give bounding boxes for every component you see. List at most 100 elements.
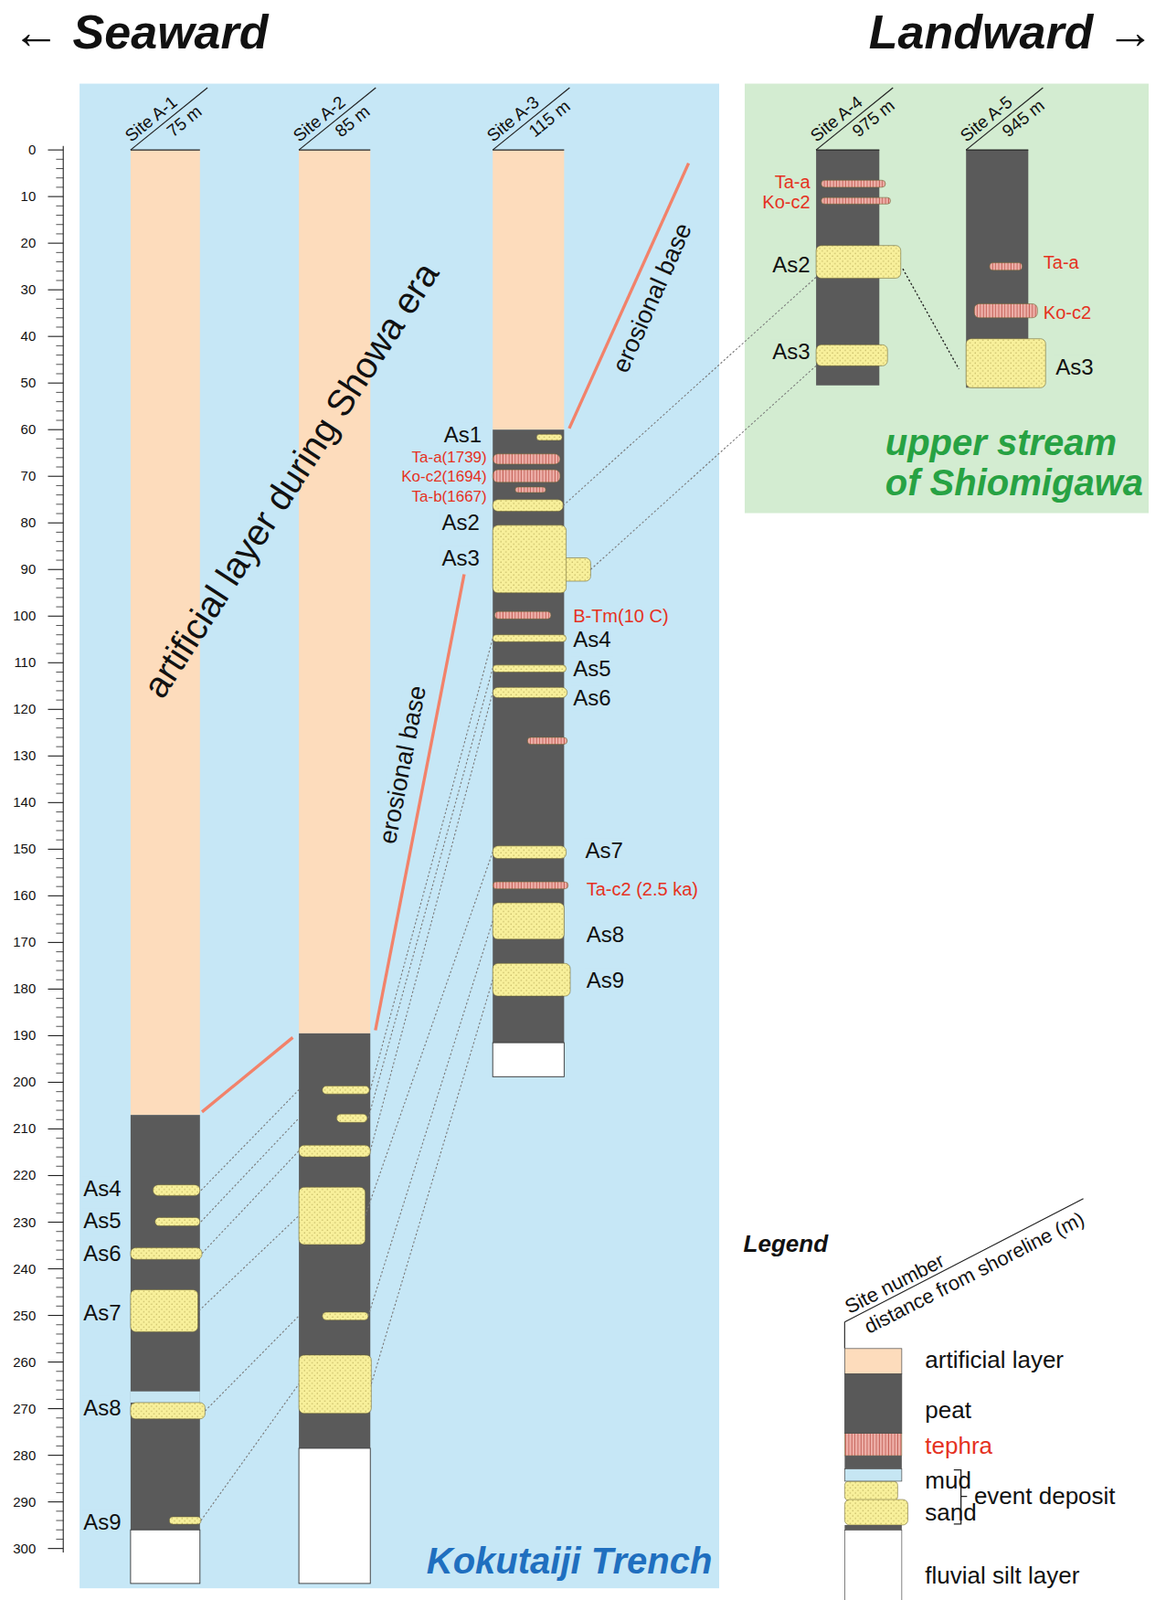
ruler-tick — [55, 699, 64, 701]
axis-number: 30 — [19, 282, 39, 298]
event-layer-label: As3 — [440, 545, 482, 572]
legend-heading: Legend — [742, 1230, 830, 1259]
axis-number: 120 — [10, 701, 38, 718]
ruler-tick — [47, 1081, 64, 1083]
tephra-label: Ko-c2(1694) — [399, 468, 489, 488]
ruler-tick — [55, 1053, 64, 1055]
ruler-tick — [55, 783, 64, 785]
correlation-line — [368, 921, 493, 1316]
axis-number-holder: 0 — [26, 141, 38, 158]
ruler-tick — [55, 159, 64, 160]
event-layer-label-holder: As8 — [81, 1395, 123, 1421]
ruler-tick — [55, 1417, 64, 1419]
ruler-tick — [55, 1240, 64, 1241]
legend-text-holder: peat — [922, 1397, 974, 1425]
event-layer-label-holder: As6 — [81, 1240, 123, 1267]
ruler-tick — [55, 867, 64, 869]
event-layer-label: As9 — [584, 967, 626, 994]
core-layer — [492, 846, 566, 859]
axis-number: 80 — [19, 515, 39, 531]
ruler-tick — [47, 1314, 64, 1316]
axis-number-holder: 60 — [19, 422, 39, 438]
tephra-label-holder: B-Tm(10 C) — [571, 605, 670, 627]
ruler-tick — [55, 1119, 64, 1121]
ruler-tick — [55, 1538, 64, 1540]
ruler-tick — [47, 149, 64, 151]
ruler-tick — [47, 662, 64, 664]
ruler-tick — [55, 764, 64, 766]
ruler-tick — [55, 811, 64, 813]
ruler-tick — [55, 979, 64, 981]
panel-title: upper stream of Shiomigawa — [883, 422, 1151, 503]
ruler-tick — [47, 1501, 64, 1503]
axis-number: 160 — [10, 888, 38, 904]
erosional-base-line — [569, 163, 689, 429]
axis-number: 270 — [10, 1400, 38, 1417]
ruler-tick — [55, 1007, 64, 1008]
correlation-line — [204, 1315, 299, 1411]
ruler-tick — [55, 1017, 64, 1018]
ruler-tick — [55, 1352, 64, 1354]
column-top — [130, 149, 201, 151]
axis-number: 280 — [10, 1447, 38, 1463]
core-column — [298, 87, 376, 1584]
axis-number: 50 — [19, 375, 39, 392]
ruler-tick — [55, 913, 64, 915]
ruler-tick — [55, 307, 64, 309]
ruler-tick — [55, 186, 64, 188]
ruler-tick — [47, 336, 64, 338]
core-layer — [989, 263, 1023, 271]
ruler-tick — [47, 942, 64, 944]
core-layer — [492, 525, 566, 594]
ruler-tick — [55, 689, 64, 691]
core-layer — [515, 487, 546, 493]
legend-swatch — [844, 1374, 902, 1434]
core-layer — [974, 303, 1038, 318]
ruler-tick — [55, 820, 64, 822]
axis-number-holder: 150 — [10, 841, 38, 858]
core-layer — [152, 1185, 200, 1197]
sand-sample — [844, 1499, 908, 1526]
tephra-label-holder: Ta-a — [1041, 251, 1082, 273]
ruler-tick — [55, 1203, 64, 1205]
core-layer — [816, 245, 901, 279]
ruler-tick — [47, 895, 64, 897]
ruler-tick — [55, 485, 64, 487]
event-layer-label-holder: As8 — [584, 922, 626, 948]
ruler-tick — [47, 1035, 64, 1037]
bracket-label-holder: event deposit — [972, 1483, 1118, 1511]
core-layer — [492, 902, 564, 940]
ruler-tick — [55, 858, 64, 859]
ruler-tick — [55, 1520, 64, 1522]
axis-number-holder: 170 — [10, 934, 38, 951]
ruler-tick — [55, 401, 64, 403]
event-layer-label: As8 — [584, 922, 626, 948]
tephra-label-holder: Ko-c2(1694) — [399, 468, 489, 488]
ruler-tick — [55, 233, 64, 234]
ruler-tick — [55, 1091, 64, 1092]
ruler-tick — [55, 829, 64, 831]
ruler-tick — [55, 317, 64, 318]
tephra-label: Ko-c2 — [1041, 301, 1093, 323]
legend-text-holder: mud — [922, 1467, 974, 1495]
core-layer — [298, 149, 371, 1034]
ruler-tick — [55, 606, 64, 608]
legend-text: peat — [922, 1397, 974, 1425]
axis-number-holder: 220 — [10, 1167, 38, 1184]
ruler-tick — [55, 1044, 64, 1046]
event-layer-label-holder: As3 — [770, 339, 812, 365]
ruler-tick — [55, 578, 64, 580]
ruler-tick — [55, 1184, 64, 1186]
ruler-tick — [55, 392, 64, 393]
axis-number: 260 — [10, 1354, 38, 1370]
event-layer-label-holder: As6 — [571, 685, 613, 711]
ruler-tick — [55, 839, 64, 841]
axis-number-holder: 300 — [10, 1540, 38, 1557]
correlation-line — [201, 1384, 299, 1521]
tephra-label: Ta-a(1739) — [410, 448, 489, 467]
axis-number: 40 — [19, 328, 39, 345]
ruler-tick — [55, 1100, 64, 1102]
axis-number: 240 — [10, 1261, 38, 1277]
axis-number: 150 — [10, 841, 38, 858]
correlation-line — [365, 851, 494, 1216]
